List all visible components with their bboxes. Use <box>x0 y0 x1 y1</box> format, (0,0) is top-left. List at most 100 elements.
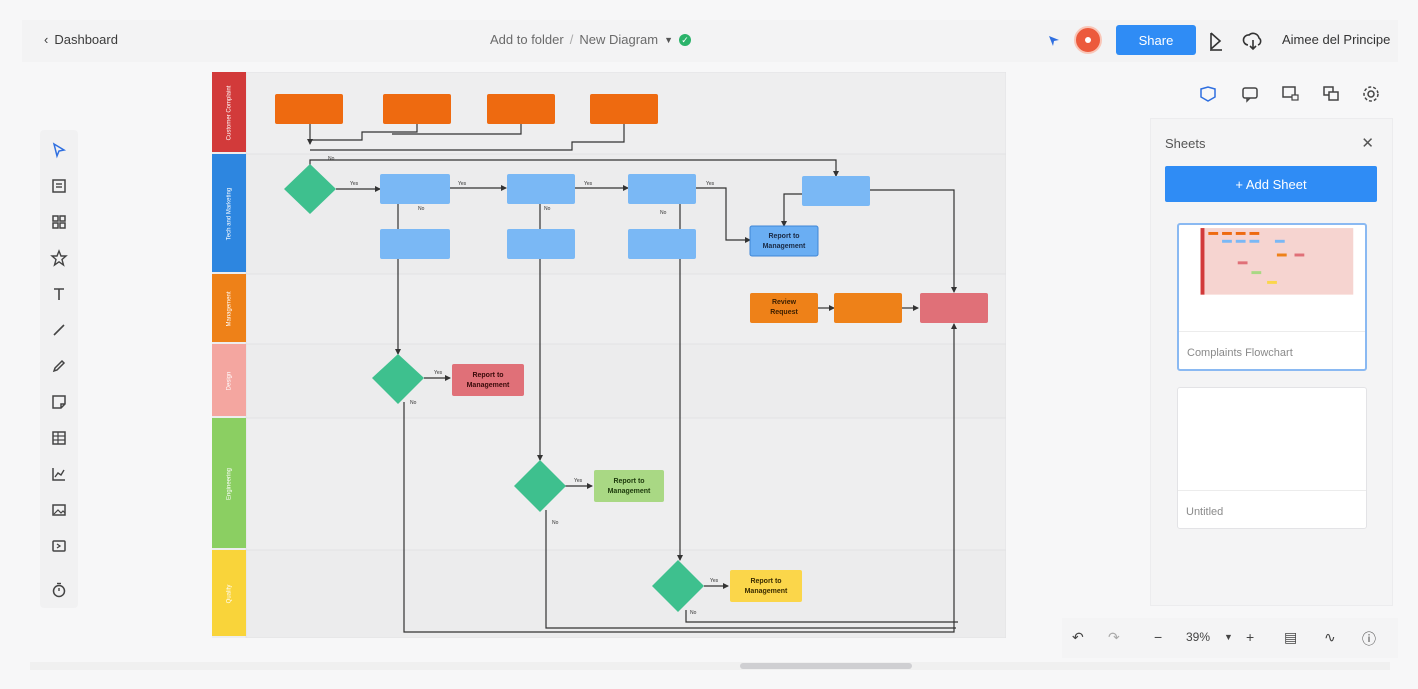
complaint-box-1[interactable] <box>275 94 343 124</box>
tech-step-2[interactable] <box>507 174 575 204</box>
pen-icon[interactable] <box>49 356 69 376</box>
settings-icon[interactable] <box>1361 84 1383 106</box>
comments-icon[interactable] <box>1240 84 1262 106</box>
template-icon[interactable] <box>49 176 69 196</box>
present-screen-icon[interactable] <box>1280 84 1302 106</box>
horizontal-scrollbar[interactable] <box>30 662 1390 670</box>
lane-label: Quality <box>227 585 233 604</box>
sticky-note-icon[interactable] <box>49 392 69 412</box>
bottom-controls: ↶ ↷ − 39% ▼ + ▤ ∿ ⓘ <box>1062 618 1398 658</box>
lane-header[interactable] <box>212 550 246 636</box>
complaint-box-2[interactable] <box>383 94 451 124</box>
tech-step-3[interactable] <box>628 174 696 204</box>
zoom-out-button[interactable]: − <box>1154 629 1163 645</box>
complaint-box-3[interactable] <box>487 94 555 124</box>
scrollbar-thumb[interactable] <box>740 663 912 669</box>
activity-icon[interactable]: ∿ <box>1324 629 1336 645</box>
zoom-level[interactable]: 39% <box>1186 630 1211 644</box>
layers-icon[interactable] <box>1321 84 1343 106</box>
image-icon[interactable] <box>49 500 69 520</box>
line-icon[interactable] <box>49 320 69 340</box>
lane-header[interactable] <box>212 154 246 272</box>
resolution-box[interactable] <box>920 293 988 323</box>
report-to-management-box-design[interactable] <box>452 364 524 396</box>
lane-body <box>245 549 1006 638</box>
lane-header[interactable] <box>212 418 246 548</box>
lane-header[interactable] <box>212 344 246 416</box>
lane-header[interactable] <box>212 72 246 152</box>
no-label: No <box>544 206 551 212</box>
tech-sub-step-1[interactable] <box>380 229 450 259</box>
report-to-management-box-tech[interactable] <box>749 225 819 257</box>
lane-label: Design <box>227 372 233 391</box>
top-bar: ‹ Dashboard Add to folder / New Diagram … <box>22 20 1398 62</box>
tech-sub-step-3[interactable] <box>628 229 696 259</box>
lane-label: Management <box>227 291 233 326</box>
diagram-title[interactable]: New Diagram <box>579 32 659 47</box>
management-step-box[interactable] <box>834 293 902 323</box>
complaint-box-4[interactable] <box>590 94 658 124</box>
yes-label: Yes <box>574 478 583 484</box>
table-icon[interactable] <box>49 428 69 448</box>
lane-header[interactable] <box>212 274 246 342</box>
zoom-in-button[interactable]: + <box>1246 629 1255 645</box>
sheet-card-divider <box>1178 490 1366 491</box>
report-label-tech-1: Report to <box>768 233 799 240</box>
review-request-box[interactable] <box>750 293 818 323</box>
lane-body <box>245 153 1006 275</box>
redo-icon[interactable]: ↷ <box>1108 629 1120 645</box>
sheets-icon[interactable] <box>1198 84 1220 106</box>
add-to-folder-link[interactable]: Add to folder <box>490 32 564 47</box>
branch-labels: Yes No Yes Yes Yes No No No Yes No Yes N… <box>328 156 719 616</box>
add-sheet-button[interactable]: + Add Sheet <box>1165 166 1377 202</box>
report-to-management-box-engineering[interactable] <box>594 470 664 502</box>
decision-design[interactable] <box>372 354 424 404</box>
report-label-tech-2: Management <box>763 243 806 250</box>
embed-icon[interactable] <box>49 536 69 556</box>
sheet-card-complaints[interactable]: Complaints Flowchart <box>1177 223 1367 371</box>
no-label: No <box>552 520 559 526</box>
avatar[interactable] <box>1074 26 1102 54</box>
close-icon[interactable]: ✕ <box>1361 135 1374 152</box>
tech-step-4[interactable] <box>802 176 870 206</box>
chevron-down-icon[interactable]: ▼ <box>664 34 674 45</box>
report-to-management-box-quality[interactable] <box>730 570 802 602</box>
decision-quality[interactable] <box>652 560 704 612</box>
fit-page-icon[interactable]: ▤ <box>1284 629 1298 645</box>
undo-icon[interactable]: ↶ <box>1072 629 1084 645</box>
text-icon[interactable] <box>49 284 69 304</box>
cloud-download-icon[interactable] <box>1242 30 1264 52</box>
back-label: Dashboard <box>54 32 118 47</box>
share-button[interactable]: Share <box>1116 25 1196 55</box>
chart-icon[interactable] <box>49 464 69 484</box>
yes-label: Yes <box>350 181 359 187</box>
cursor-icon[interactable] <box>49 140 69 160</box>
yes-label: Yes <box>710 578 719 584</box>
report-label-design-1: Report to <box>472 372 503 379</box>
sheet-card-untitled[interactable]: Untitled <box>1177 387 1367 529</box>
decision-triage[interactable] <box>284 164 336 214</box>
present-icon[interactable] <box>1206 30 1228 52</box>
sheet-name: Untitled <box>1186 506 1224 518</box>
shapes-icon[interactable] <box>49 212 69 232</box>
timer-icon[interactable] <box>49 580 69 600</box>
back-to-dashboard-link[interactable]: ‹ Dashboard <box>44 32 118 47</box>
sheets-panel-title: Sheets <box>1165 136 1206 151</box>
lane-label: Customer Complaint <box>227 85 233 140</box>
decision-engineering[interactable] <box>514 460 566 512</box>
help-icon[interactable]: ⓘ <box>1362 631 1376 647</box>
chevron-left-icon: ‹ <box>44 32 49 47</box>
report-label-design-2: Management <box>467 382 510 389</box>
tech-sub-step-2[interactable] <box>507 229 575 259</box>
star-icon[interactable] <box>49 248 69 268</box>
sheet-thumbnail <box>1200 228 1354 295</box>
yes-label: Yes <box>458 181 467 187</box>
lane-label: Tech and Marketing <box>227 188 233 240</box>
user-name[interactable]: Aimee del Principe <box>1282 32 1391 47</box>
report-label-eng-1: Report to <box>613 478 644 485</box>
tech-step-1[interactable] <box>380 174 450 204</box>
chevron-down-icon[interactable]: ▼ <box>1224 632 1233 642</box>
